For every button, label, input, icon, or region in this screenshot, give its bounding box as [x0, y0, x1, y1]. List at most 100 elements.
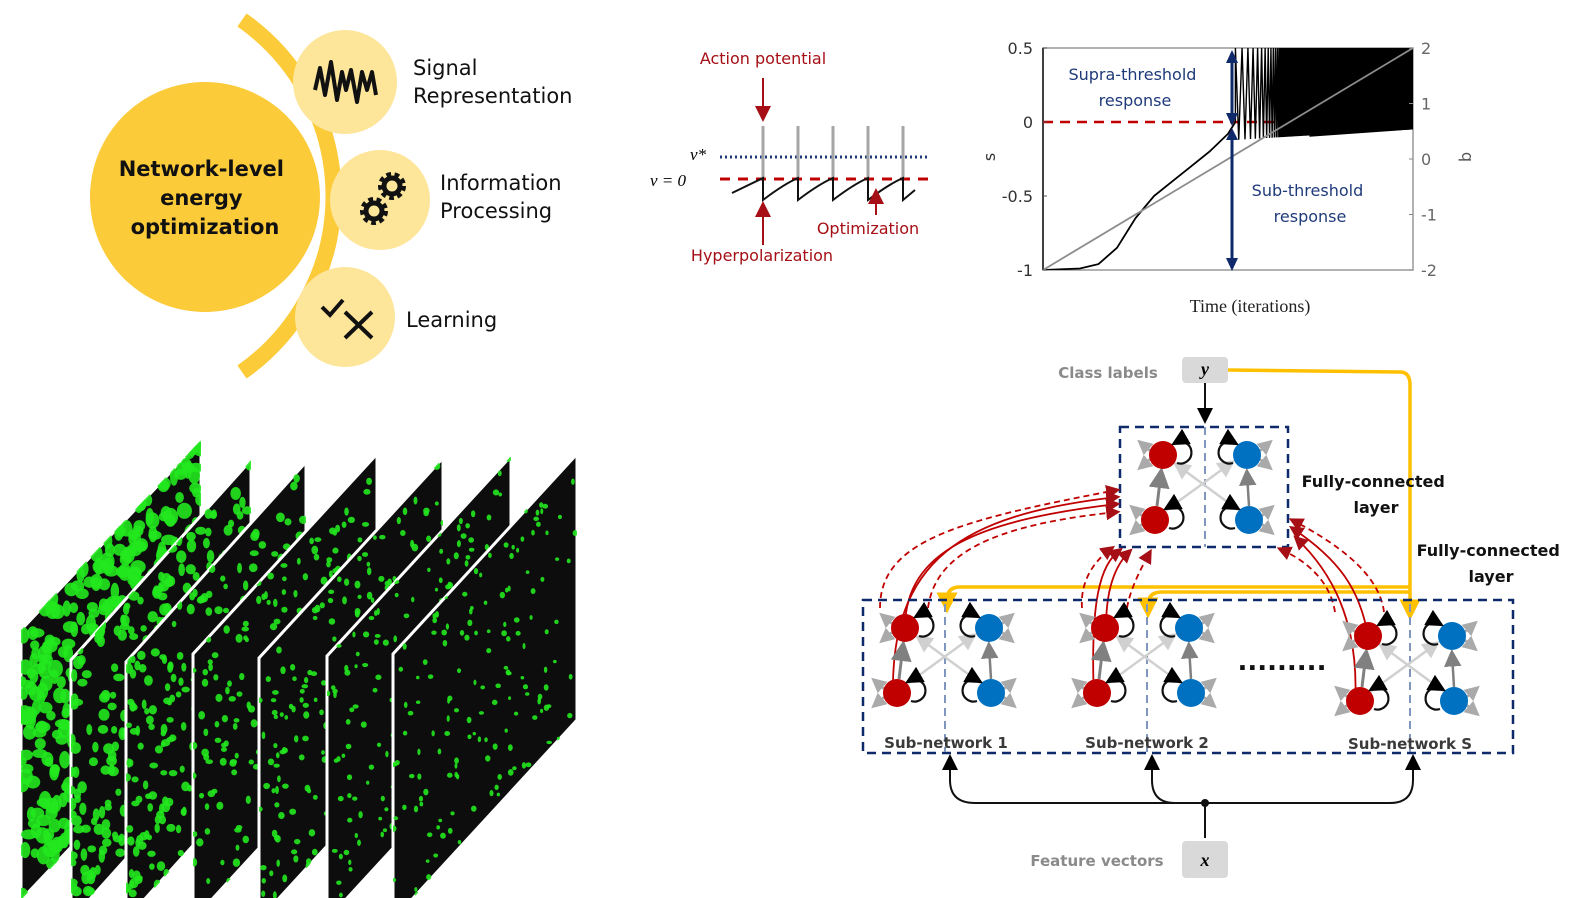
subnetwork-label-2: Sub-network 2: [1085, 734, 1209, 752]
item-learning: Learning: [295, 267, 497, 367]
branch-node: [1201, 799, 1209, 807]
self-loop-arrow: [1424, 674, 1446, 711]
excitatory-neuron: [1091, 614, 1119, 642]
check-cross-icon: [320, 298, 374, 340]
panel-spike-dynamics: Action potential v* v = 0 Hyperpolarizat…: [650, 49, 928, 265]
vertical-connection: [1239, 468, 1257, 507]
subnetwork-label-s: Sub-network S: [1348, 735, 1472, 753]
spike-train: [761, 126, 905, 178]
vertical-connection: [1444, 649, 1462, 688]
self-loop-arrow: [1422, 609, 1444, 646]
sub-threshold-annotation: Sub-threshold response: [1252, 181, 1369, 226]
self-loop-arrow: [1161, 666, 1183, 703]
cross-connection: [1377, 643, 1447, 695]
self-loop-arrow: [1376, 609, 1398, 646]
subnetwork-cell: [1071, 601, 1217, 752]
excitatory-neuron: [1354, 622, 1382, 650]
label-feedback-path: [1227, 368, 1421, 621]
y-tick-label: 0.5: [1008, 39, 1033, 58]
fc-layer-label-bottom: Fully-connected layer: [1417, 541, 1566, 586]
y2-tick-label: 0: [1421, 150, 1431, 169]
center-label: Network-level energy optimization: [119, 157, 292, 239]
item-signal-representation: Signal Representation: [293, 30, 573, 134]
excitatory-neuron: [1346, 687, 1374, 715]
y-tick-label: 0: [1023, 113, 1033, 132]
inhibitory-neuron: [1233, 441, 1261, 469]
self-loop-arrow: [1368, 674, 1390, 711]
center-circle: [90, 82, 320, 312]
excitatory-neuron: [883, 679, 911, 707]
vertical-connection: [890, 640, 912, 680]
activity-layer: [391, 450, 579, 898]
inhibitory-neuron: [1235, 506, 1263, 534]
inhibitory-neuron: [1177, 679, 1205, 707]
y2-tick-label: 1: [1421, 95, 1431, 114]
gears-icon: [360, 172, 406, 225]
feature-vectors-box: [1182, 841, 1228, 878]
y-tick-label: -0.5: [1002, 187, 1033, 206]
self-loop-arrow: [905, 666, 927, 703]
s-oscillation-fill: [1309, 48, 1413, 137]
inhibitory-neuron: [1440, 687, 1468, 715]
fc-neuron-cell: [1129, 428, 1275, 536]
self-loop-arrow: [1159, 601, 1181, 638]
cross-connection: [914, 635, 984, 687]
class-labels-box: [1182, 357, 1228, 383]
vertical-connection: [1090, 640, 1112, 680]
subnetwork-cell: [871, 601, 1017, 752]
y-tick-label: -1: [1017, 261, 1033, 280]
excitatory-neuron: [1083, 679, 1111, 707]
y-symbol: y: [1199, 359, 1210, 379]
x-symbol: x: [1200, 850, 1210, 870]
panel-network-architecture: Class labels y Fully-connected layer Ful…: [861, 357, 1566, 878]
self-loop-arrow: [913, 601, 935, 638]
vertical-connection: [1353, 648, 1375, 688]
y2-axis-label: q: [1458, 152, 1477, 162]
threshold-double-arrows: [1226, 50, 1238, 271]
ellipsis: .........: [1238, 647, 1327, 677]
hyperpolarization-label: Hyperpolarization: [691, 246, 833, 265]
vertical-connection: [1181, 641, 1199, 680]
item-information-processing: Information Processing: [330, 150, 568, 250]
inhibitory-neuron: [977, 679, 1005, 707]
y2-tick-label: 2: [1421, 39, 1431, 58]
item-label: Signal Representation: [413, 56, 573, 108]
s-series-line: [1043, 121, 1237, 270]
subnetwork-layer-box: [861, 598, 1515, 755]
label-feedback-branch-2: [1137, 590, 1410, 619]
layer-plane: [391, 450, 579, 898]
q-series-line: [1043, 48, 1413, 270]
self-loop-arrow: [961, 666, 983, 703]
action-potential-label: Action potential: [700, 49, 826, 68]
feature-input-tree: [942, 754, 1421, 838]
self-loop-arrow: [1105, 666, 1127, 703]
cross-connection: [1114, 635, 1184, 687]
membrane-sawtooth: [731, 176, 916, 203]
v-star-label: v*: [690, 145, 707, 164]
y-axis-label: s: [980, 153, 999, 161]
panel-activity-layers: [19, 436, 579, 898]
self-loop-arrow: [1217, 428, 1239, 465]
activity-spots: [393, 478, 577, 896]
x-axis-label: Time (iterations): [1190, 296, 1311, 317]
subnetwork-label-1: Sub-network 1: [884, 734, 1008, 752]
inhibitory-neuron: [975, 614, 1003, 642]
excitatory-neuron: [891, 614, 919, 642]
vertical-connection: [981, 641, 999, 680]
class-labels-caption: Class labels: [1058, 364, 1158, 382]
cross-connection: [1172, 462, 1242, 514]
self-loop-arrow: [1171, 428, 1193, 465]
panel-energy-optimization: Network-level energy optimization Signal…: [90, 13, 573, 379]
inhibitory-neuron: [1175, 614, 1203, 642]
subnetwork-cell: [1334, 604, 1480, 752]
item-label: Information Processing: [440, 171, 568, 223]
item-label: Learning: [406, 308, 497, 332]
optimization-label: Optimization: [817, 219, 919, 238]
y2-tick-label: -2: [1421, 261, 1437, 280]
self-loop-arrow: [1163, 493, 1185, 530]
supra-threshold-annotation: Supra-threshold response: [1068, 65, 1201, 110]
feature-vectors-caption: Feature vectors: [1030, 852, 1163, 870]
vertical-connection: [1148, 467, 1170, 507]
inhibitory-neuron: [1438, 622, 1466, 650]
